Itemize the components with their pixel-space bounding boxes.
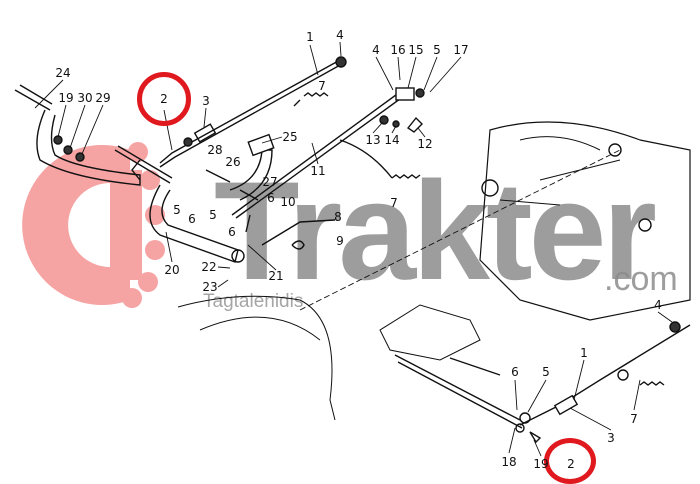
callout-15: 15: [408, 43, 424, 57]
callout-19: 19: [58, 91, 74, 105]
callout-17: 17: [453, 43, 469, 57]
callout-11: 11: [310, 164, 326, 178]
highlight-circle-part-2-lower: [544, 438, 596, 484]
callout-4: 4: [654, 298, 662, 312]
callout-22: 22: [201, 260, 217, 274]
callout-7: 7: [630, 412, 638, 426]
callout-4: 4: [372, 43, 380, 57]
callout-6: 6: [511, 365, 519, 379]
callout-6: 6: [188, 212, 196, 226]
callout-8: 8: [334, 210, 342, 224]
callout-24: 24: [55, 66, 71, 80]
callout-26: 26: [225, 155, 241, 169]
callout-1: 1: [580, 346, 588, 360]
callout-12: 12: [417, 137, 433, 151]
watermark-domain: .com: [604, 260, 678, 298]
callout-21: 21: [268, 269, 284, 283]
callout-3: 3: [607, 431, 615, 445]
watermark-brand: Trakter: [214, 152, 657, 309]
callout-5: 5: [209, 208, 217, 222]
callout-13: 13: [365, 133, 381, 147]
callout-7: 7: [390, 196, 398, 210]
callout-2-highlighted: 2: [160, 92, 168, 106]
callout-16: 16: [390, 43, 406, 57]
callout-28: 28: [207, 143, 223, 157]
callout-7: 7: [318, 79, 326, 93]
callout-1: 1: [306, 30, 314, 44]
callout-9: 9: [336, 234, 344, 248]
callout-27: 27: [262, 175, 278, 189]
watermark-subtitle: Tagtalenidis: [203, 291, 304, 312]
callout-4: 4: [336, 28, 344, 42]
callout-2-highlighted: 2: [567, 457, 575, 471]
callout-14: 14: [384, 133, 400, 147]
callout-20: 20: [164, 263, 180, 277]
callout-6: 6: [267, 191, 275, 205]
callout-29: 29: [95, 91, 111, 105]
callout-10: 10: [280, 195, 296, 209]
highlight-circle-part-2-upper: [137, 72, 191, 126]
callout-25: 25: [282, 130, 298, 144]
callout-5: 5: [173, 203, 181, 217]
callout-19: 19: [533, 457, 549, 471]
callout-5: 5: [433, 43, 441, 57]
callout-23: 23: [202, 280, 218, 294]
callout-3: 3: [202, 94, 210, 108]
callout-18: 18: [501, 455, 517, 469]
callout-5: 5: [542, 365, 550, 379]
callout-6: 6: [228, 225, 236, 239]
callout-30: 30: [77, 91, 93, 105]
